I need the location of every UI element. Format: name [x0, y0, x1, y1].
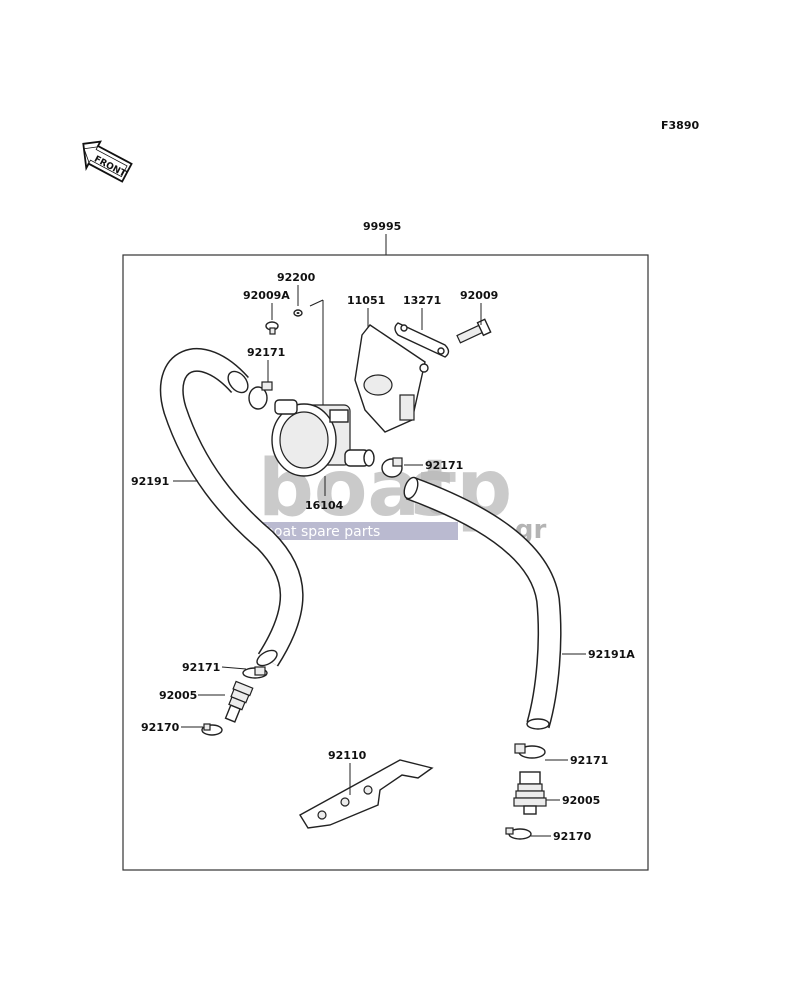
hose-92191A [403, 476, 562, 730]
fitting-92005-right [513, 771, 547, 815]
label-92009: 92009 [460, 289, 498, 302]
label-92191: 92191 [131, 475, 169, 488]
fitting-92005-left [224, 680, 254, 723]
figure-code: F3890 [661, 119, 699, 132]
label-92191A: 92191A [588, 648, 635, 661]
label-11051: 11051 [347, 294, 385, 307]
label-92110: 92110 [328, 749, 367, 762]
label-92171-left: 92171 [182, 661, 220, 674]
assembly-frame [122, 254, 649, 871]
bracket-11051 [354, 324, 429, 433]
label-92171-right: 92171 [570, 754, 608, 767]
screw-92009A [265, 321, 279, 335]
label-13271: 13271 [403, 294, 441, 307]
holder-92110 [299, 759, 434, 829]
watermark-tagline: boat spare parts [265, 524, 380, 540]
label-92009A: 92009A [243, 289, 290, 302]
clamp-92171-top [248, 381, 273, 410]
label-92170-left: 92170 [141, 721, 180, 734]
bolt-92009 [456, 318, 492, 344]
hose-92191 [159, 348, 304, 667]
label-92170-right: 92170 [553, 830, 592, 843]
clamp-92170-left [201, 723, 223, 736]
label-92005-left: 92005 [159, 689, 197, 702]
clamp-92170-right [505, 827, 532, 840]
plate-13271 [394, 322, 450, 358]
label-92171-top: 92171 [247, 346, 285, 359]
clamp-92171-right [514, 743, 546, 759]
assembly-number: 99995 [363, 220, 401, 233]
clamp-92171-mid [381, 457, 403, 478]
front-arrow-icon: FRONT [82, 140, 133, 183]
label-92005-right: 92005 [562, 794, 600, 807]
washer-92200 [293, 309, 303, 317]
bilge-pump-16104 [271, 399, 375, 477]
label-92200: 92200 [277, 271, 316, 284]
clamp-92171-left [242, 666, 268, 679]
label-16104: 16104 [305, 499, 344, 512]
label-92171-mid: 92171 [425, 459, 463, 472]
